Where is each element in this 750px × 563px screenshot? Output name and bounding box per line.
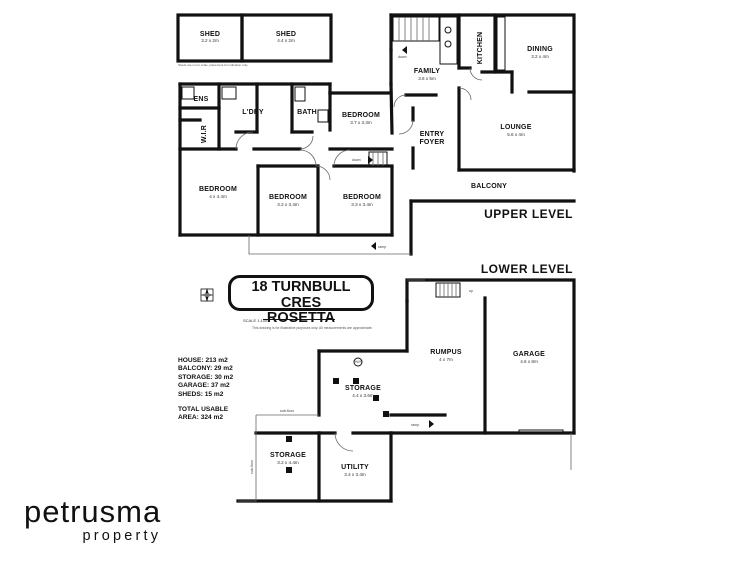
bedroom-right-label: BEDROOM (343, 194, 381, 201)
bedroom-right-size: 3.3 x 3.4m (351, 202, 373, 207)
family-label: FAMILY (414, 68, 440, 75)
stat-sheds: SHEDS: 15 m2 (178, 390, 224, 398)
ldry-label: L'DRY (242, 109, 264, 116)
stat-garage: GARAGE: 37 m2 (178, 382, 230, 390)
dining-label: DINING (527, 46, 553, 53)
stat-balcony: BALCONY: 29 m2 (178, 365, 233, 373)
entry-label: ENTRY (420, 131, 445, 138)
storage1-label: STORAGE (345, 385, 381, 392)
stat-usable-label: TOTAL USABLE (178, 406, 229, 414)
direction-arrows (368, 46, 434, 428)
shed2-size: 4.4 x 2m (277, 38, 295, 43)
family-size: 3.6 x 5m (418, 76, 436, 81)
upper-fixtures (181, 16, 506, 255)
lower-level-walls (236, 278, 576, 503)
garage-label: GARAGE (513, 351, 545, 358)
lower-fixtures (238, 279, 572, 502)
shed1-size: 3.2 x 2m (201, 38, 219, 43)
compass-icon (200, 288, 214, 302)
balcony-label: BALCONY (471, 183, 507, 190)
shed1-label: SHED (200, 31, 220, 38)
bedroom-top-size: 3.7 x 3.3m (350, 120, 372, 125)
shed2-label: SHED (276, 31, 296, 38)
subfloor-annotation: sub-floor (280, 409, 295, 413)
lounge-label: LOUNGE (500, 124, 531, 131)
brand-logo: petrusma property (24, 494, 162, 544)
sheds-block (176, 13, 333, 63)
brand-name: petrusma (24, 494, 162, 529)
bedroom-main-label: BEDROOM (199, 186, 237, 193)
address-line2: ROSETTA (266, 310, 336, 326)
lounge-size: 5.6 x 4m (507, 132, 525, 137)
ens-label: ENS (194, 96, 209, 103)
scale-bar (263, 319, 335, 322)
garage-size: 4.6 x 8m (520, 359, 538, 364)
kitchen-label: KITCHEN (477, 32, 484, 65)
area-stats: HOUSE: 213 m2 BALCONY: 29 m2 STORAGE: 30… (178, 357, 233, 423)
bedroom-mid-label: BEDROOM (269, 194, 307, 201)
property-title: 18 TURNBULL CRES ROSETTA (228, 275, 374, 326)
subfloor-annotation-vertical: sub-floor (250, 459, 254, 474)
stat-house: HOUSE: 213 m2 (178, 357, 228, 364)
utility-size: 3.4 x 3.4m (344, 472, 366, 477)
bedroom-mid-size: 3.2 x 3.4m (277, 202, 299, 207)
upper-level-heading: UPPER LEVEL (484, 207, 573, 221)
upper-level-walls (178, 13, 576, 256)
hws-annotation: HWS (354, 360, 363, 364)
ramp-annotation-lower: ramp (411, 423, 419, 427)
foyer-label: FOYER (419, 139, 444, 146)
scale-label: SCALE 1:100 (243, 318, 268, 323)
scale-note: This drawing is for illustrative purpose… (252, 326, 373, 330)
storage2-label: STORAGE (270, 452, 306, 459)
bedroom-main-size: 4 x 4.4m (209, 194, 227, 199)
storage1-size: 4.4 x 3.6m (352, 393, 374, 398)
room-labels: SHED 3.2 x 2m SHED 4.4 x 2m FAMILY 3.6 x… (194, 31, 573, 477)
address-line1: 18 TURNBULL CRES (251, 279, 351, 311)
stat-storage: STORAGE: 30 m2 (178, 373, 234, 381)
rumpus-label: RUMPUS (430, 349, 462, 356)
storage2-size: 3.2 x 4.4m (277, 460, 299, 465)
lower-level-heading: LOWER LEVEL (481, 262, 573, 276)
wir-label: W.I.R (201, 125, 208, 143)
utility-label: UTILITY (341, 464, 369, 471)
dining-size: 3.2 x 4m (531, 54, 549, 59)
rumpus-size: 4 x 7m (439, 357, 453, 362)
annotations: down down ramp ramp up sub-floor sub-flo… (250, 55, 473, 474)
stat-usable-area: AREA: 324 m2 (178, 414, 224, 422)
bedroom-top-label: BEDROOM (342, 112, 380, 119)
shed-note: Sheds are not to scale, placement for in… (178, 63, 249, 67)
up-annotation: up (469, 289, 473, 293)
brand-sub: property (82, 528, 162, 544)
down-annotation: down (398, 55, 407, 59)
ramp-annotation-upper: ramp (378, 245, 386, 249)
bath-label: BATH (297, 109, 317, 116)
down-annotation-2: down (352, 158, 361, 162)
